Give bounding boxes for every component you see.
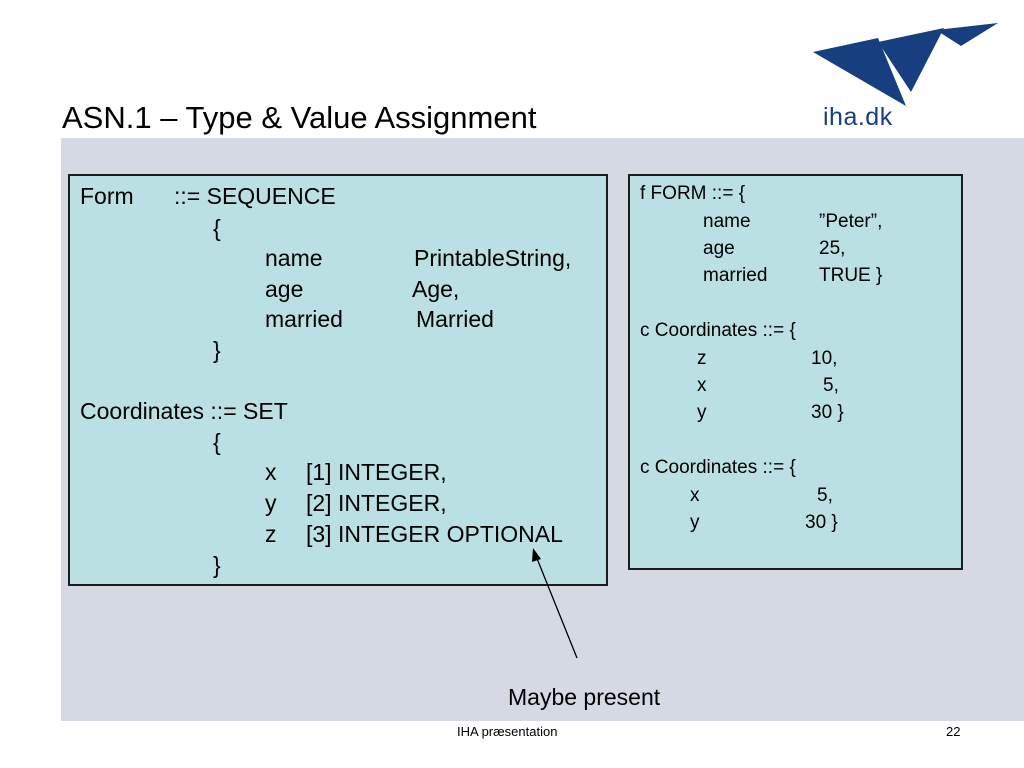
close-brace: }: [213, 337, 221, 363]
open-brace: {: [213, 429, 221, 455]
set-field-name: x: [265, 459, 277, 485]
field-type: Married: [416, 306, 494, 332]
value: TRUE }: [819, 265, 883, 286]
form-assign: ::= SEQUENCE: [174, 183, 336, 209]
set-field-type: [3] INTEGER OPTIONAL: [306, 521, 563, 547]
value: 5,: [823, 375, 839, 396]
field-name: name: [265, 245, 323, 271]
footer-text: IHA præsentation: [457, 724, 558, 739]
slide-title: ASN.1 – Type & Value Assignment: [62, 100, 537, 135]
close-brace: }: [213, 552, 221, 578]
form-value-header: f FORM ::= {: [640, 183, 746, 204]
value: 5,: [817, 485, 833, 506]
coordinates-value-header: c Coordinates ::= {: [640, 320, 796, 341]
field-name: married: [265, 306, 343, 332]
value-name: name: [703, 211, 751, 232]
value-name: married: [703, 265, 768, 286]
value: 10,: [811, 348, 838, 369]
type-assignment-box: Form ::= SEQUENCE { name PrintableString…: [68, 174, 608, 586]
field-name: age: [265, 276, 304, 302]
field-type: PrintableString,: [414, 245, 572, 271]
value-name: y: [697, 402, 707, 423]
form-label: Form: [80, 183, 134, 209]
logo-text: iha.dk: [823, 103, 893, 131]
coordinates-value-header: c Coordinates ::= {: [640, 457, 796, 478]
value-assignment-box: f FORM ::= { name ”Peter”, age 25, marri…: [628, 174, 963, 570]
set-field-name: z: [265, 521, 277, 547]
value: 25,: [819, 238, 846, 259]
value: 30 }: [805, 512, 838, 533]
value-name: y: [690, 512, 700, 533]
value: 30 }: [811, 402, 844, 423]
coordinates-assign: Coordinates ::= SET: [80, 398, 288, 424]
value-name: age: [703, 238, 735, 259]
field-type: Age,: [412, 276, 460, 302]
value-name: x: [690, 485, 700, 506]
open-brace: {: [213, 215, 221, 241]
set-field-name: y: [265, 490, 277, 516]
value-name: z: [697, 348, 707, 369]
callout-text: Maybe present: [508, 684, 661, 710]
value: ”Peter”,: [819, 211, 883, 232]
iha-logo-icon: [813, 23, 998, 106]
set-field-type: [1] INTEGER,: [306, 459, 447, 485]
value-name: x: [697, 375, 707, 396]
page-number: 22: [946, 724, 961, 739]
set-field-type: [2] INTEGER,: [306, 490, 447, 516]
